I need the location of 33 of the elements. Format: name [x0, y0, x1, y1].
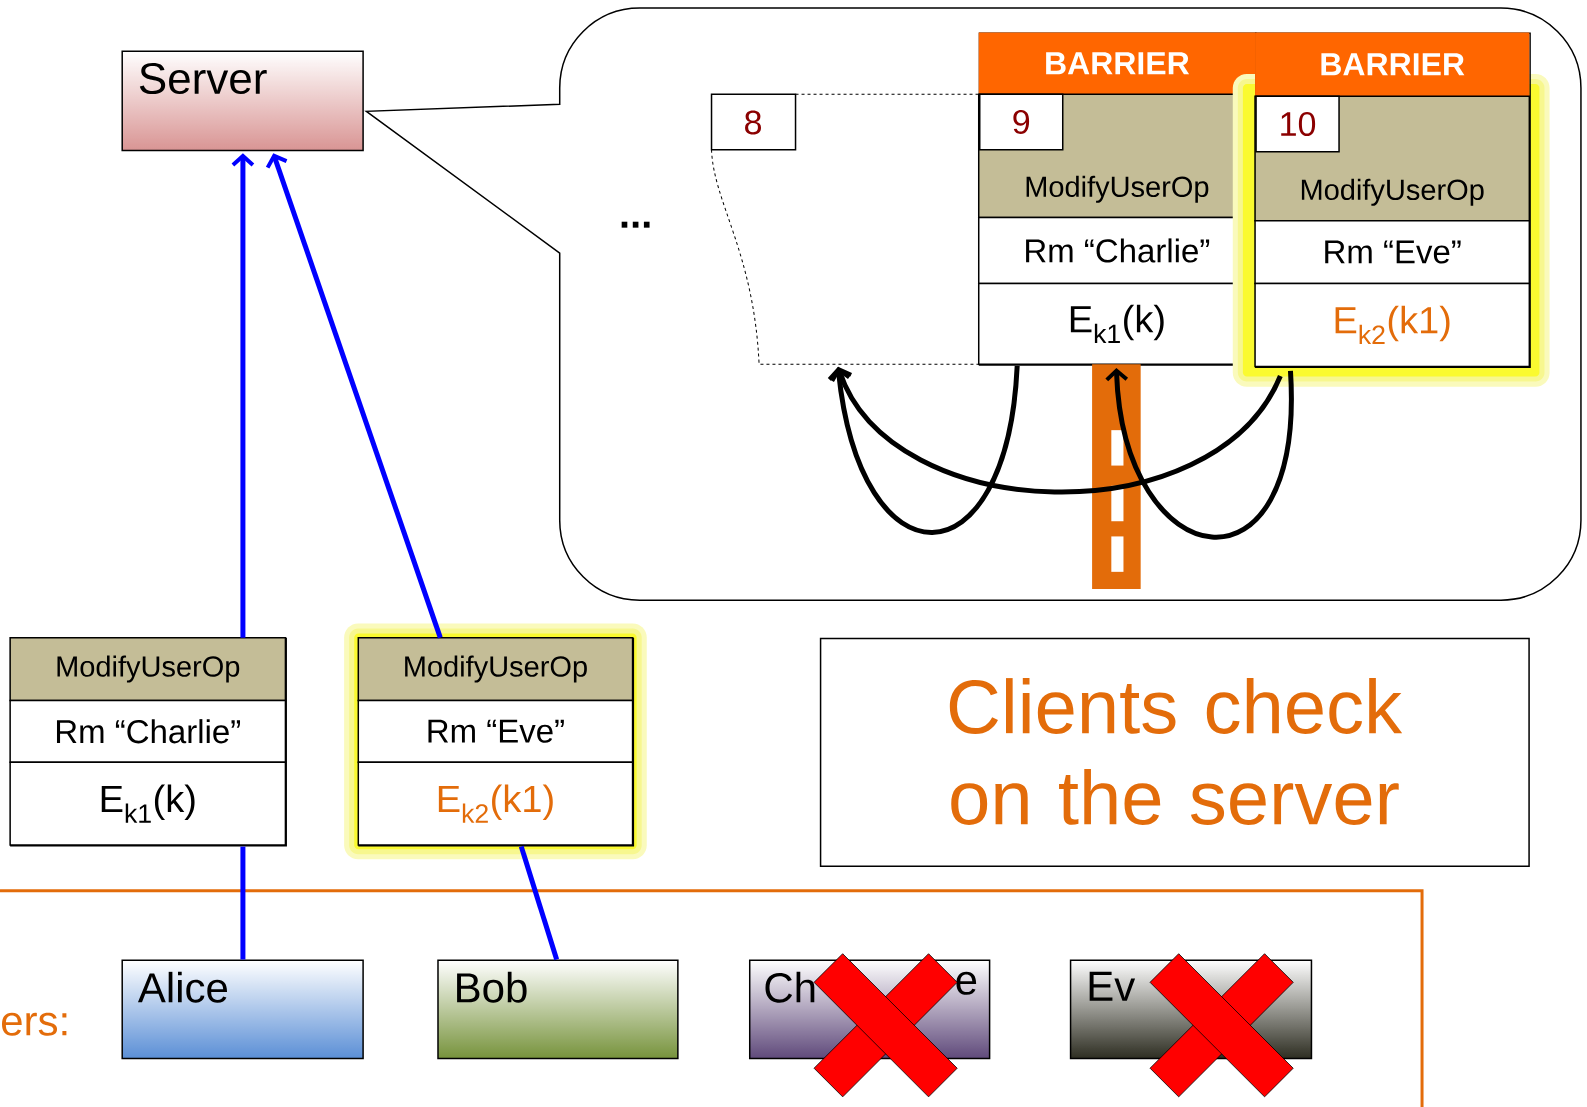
name-box: Server: [121, 50, 364, 152]
text-cell: Rm “Charlie”: [9, 699, 287, 763]
op-column: [978, 32, 1257, 366]
name-box: Bob: [437, 959, 679, 1060]
callout-bubble: [365, 7, 1582, 601]
arrow: [830, 366, 1283, 495]
text-cell: Rm “Eve”: [1254, 219, 1531, 284]
group-label: ers:: [2, 1012, 67, 1036]
number-label: 9: [979, 93, 1064, 151]
node-label: e: [956, 971, 977, 995]
formula-cell: E$_{k2}$(k1): [1254, 282, 1531, 367]
note-box: Clients check on the server: [819, 637, 1530, 867]
formula-cell: E$_{k1}$(k): [9, 761, 287, 846]
op-card: [9, 636, 287, 847]
arrow: [231, 153, 255, 638]
arrow: [265, 153, 443, 639]
op-header: ModifyUserOp: [9, 636, 287, 701]
arrow: [827, 365, 1020, 535]
formula-cell: E$_{k1}$(k): [978, 282, 1256, 365]
arrow: [1105, 367, 1293, 540]
text-cell: Rm “Eve”: [357, 699, 634, 763]
number-label: 10: [1255, 95, 1340, 153]
op-card: [344, 623, 647, 860]
op-column: [1232, 32, 1550, 387]
text-cell: Rm “Charlie”: [978, 216, 1256, 284]
name-box: Alice: [121, 959, 364, 1060]
formula-cell: E$_{k2}$(k1): [357, 761, 634, 846]
barrier-header: BARRIER: [978, 32, 1256, 94]
node-label: Ch: [765, 971, 815, 1003]
barrier-header: BARRIER: [1255, 32, 1530, 96]
dashed-op-outline: 8: [710, 93, 980, 365]
op-header: ModifyUserOp: [357, 636, 634, 701]
ellipsis-text: ...: [621, 221, 650, 228]
